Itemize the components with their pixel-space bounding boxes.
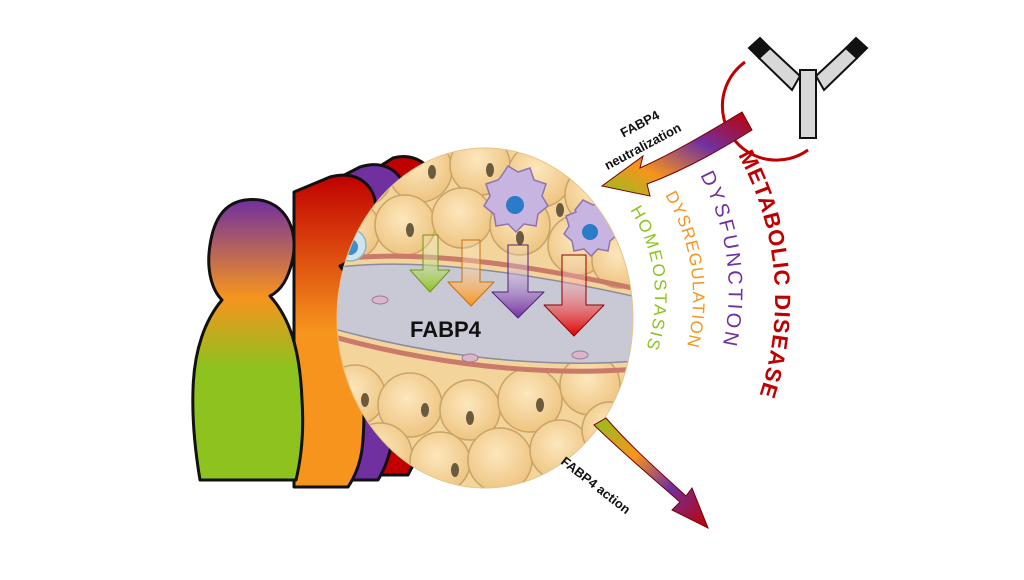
human-silhouette-icon bbox=[191, 198, 305, 482]
antibody-icon bbox=[747, 36, 869, 139]
immune-cell-icon bbox=[483, 164, 549, 234]
action-label: FABP4 action bbox=[558, 454, 633, 517]
vessel-label: FABP4 bbox=[410, 317, 482, 342]
stage-label-dysregulation: DYSREGULATION bbox=[662, 188, 709, 350]
action-arrow bbox=[593, 417, 709, 530]
arrow-icon bbox=[409, 234, 605, 337]
stage-label-homeostasis: HOMEOSTASIS bbox=[627, 202, 670, 354]
neutralization-arrow bbox=[600, 111, 753, 197]
